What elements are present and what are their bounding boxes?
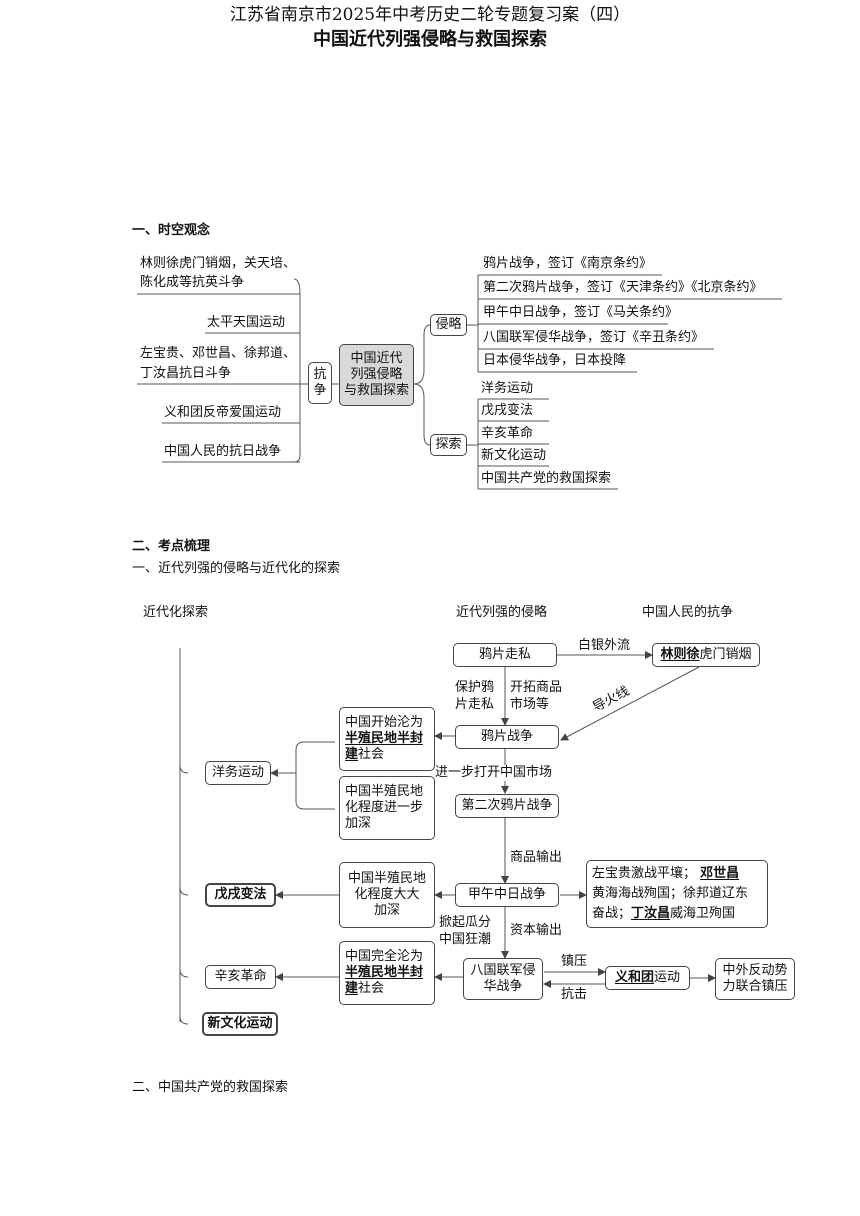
result-1-line-3a: 建: [345, 747, 359, 762]
result-2-line-3: 加深: [345, 816, 372, 831]
resist-label: 抗 争: [308, 362, 332, 404]
explore-xinwenhua: 新文化运动: [202, 1012, 278, 1036]
section2-sub2: 二、中国共产党的救国探索: [132, 1080, 289, 1095]
section1-heading: 一、时空观念: [132, 223, 211, 238]
label-capital: 资本输出: [510, 923, 563, 938]
center-line-1: 中国近代: [350, 351, 403, 366]
explore-yangwu: 洋务运动: [205, 761, 271, 785]
explore-label: 探索: [430, 434, 467, 456]
result-4-line-2: 半殖民地半封: [345, 965, 424, 980]
invade-item-4: 八国联军侵华战争，签订《辛丑条约》: [483, 330, 705, 345]
suppress-box: 中外反动势力联合镇压: [715, 958, 795, 1000]
invasion-second-opium-war: 第二次鸦片战争: [455, 794, 559, 818]
label-further: 进一步打开中国市场: [435, 765, 553, 781]
label-expand: 开拓商品 市场等: [510, 679, 562, 713]
explore-item-5: 中国共产党的救国探索: [481, 471, 612, 486]
heroes-deng: 邓世昌: [700, 866, 740, 881]
doc-subtitle: 中国近代列强侵略与救国探索: [313, 29, 547, 50]
doc-title: 江苏省南京市2025年中考历史二轮专题复习案（四）: [229, 5, 631, 25]
result-3-line-2: 化程度大大: [354, 887, 420, 902]
lin-zexu-action: 虎门销烟: [699, 647, 752, 662]
invade-label: 侵略: [430, 314, 467, 336]
yihetuan-name: 义和团: [614, 970, 654, 985]
yihetuan-rest: 运动: [654, 970, 681, 985]
col-header-invasion: 近代列强的侵略: [456, 605, 548, 620]
label-carve-1: 掀起瓜分: [439, 915, 492, 930]
result-3: 中国半殖民地 化程度大大 加深: [339, 862, 435, 928]
label-resist: 抗击: [561, 987, 588, 1002]
invade-item-3: 甲午中日战争，签订《马关条约》: [483, 305, 679, 320]
section2-heading: 二、考点梳理: [132, 539, 211, 554]
explore-wuxu: 戊戌变法: [205, 883, 276, 907]
invasion-jiawu-war: 甲午中日战争: [455, 883, 559, 907]
explore-item-2: 戊戌变法: [481, 403, 534, 418]
lin-zexu-name: 林则徐: [660, 647, 700, 662]
resist-item-5: 中国人民的抗日战争: [164, 444, 282, 459]
label-expand-1: 开拓商品: [510, 680, 563, 695]
invade-item-5: 日本侵华战争，日本投降: [483, 353, 627, 368]
resist-item-2: 太平天国运动: [207, 315, 286, 330]
invade-item-2: 第二次鸦片战争，签订《天津条约》《北京条约》: [483, 280, 763, 295]
result-1-line-2: 半殖民地半封: [345, 731, 424, 746]
resist-item-1b: 陈化成等抗英斗争: [140, 275, 245, 290]
result-4-line-1: 中国完全沦为: [345, 949, 424, 964]
label-silver: 白银外流: [578, 638, 631, 653]
label-carve-2: 中国狂潮: [439, 932, 492, 947]
result-3-line-3: 加深: [373, 903, 400, 918]
explore-item-3: 辛亥革命: [481, 426, 534, 441]
col-header-explore: 近代化探索: [143, 605, 209, 620]
resist-lin-zexu: 林则徐虎门销烟: [652, 643, 760, 667]
heroes-l3c: 威海卫殉国: [670, 906, 736, 921]
result-1: 中国开始沦为 半殖民地半封 建社会: [339, 707, 435, 771]
result-4: 中国完全沦为 半殖民地半封 建社会: [339, 941, 435, 1005]
invasion-eight-nation: 八国联军侵华战争: [463, 958, 543, 1000]
section2-sub1: 一、近代列强的侵略与近代化的探索: [132, 561, 341, 576]
label-protect-1: 保护鸦: [455, 680, 495, 695]
result-3-line-1: 中国半殖民地: [347, 871, 426, 886]
explore-item-1: 洋务运动: [481, 381, 534, 396]
resist-yihetuan: 义和团运动: [605, 966, 690, 990]
invasion-opium-war: 鸦片战争: [455, 725, 559, 749]
explore-xinhai: 辛亥革命: [205, 965, 276, 989]
center-node: 中国近代 列强侵略 与救国探索: [339, 344, 414, 406]
explore-item-4: 新文化运动: [481, 448, 547, 463]
heroes-l1a: 左宝贵激战平壤；: [592, 866, 697, 881]
invade-item-1: 鸦片战争，签订《南京条约》: [483, 256, 653, 271]
resist-item-3a: 左宝贵、邓世昌、徐邦道、: [140, 346, 297, 361]
result-2-line-1: 中国半殖民地: [345, 784, 424, 799]
label-goods: 商品输出: [510, 850, 563, 865]
heroes-l2: 黄海海战殉国；徐邦道辽东: [592, 886, 749, 901]
label-protect: 保护鸦 片走私: [455, 679, 494, 713]
result-4-line-3a: 建: [345, 981, 359, 996]
label-expand-2: 市场等: [510, 697, 550, 712]
invasion-opium-smuggling: 鸦片走私: [453, 643, 557, 667]
heroes-ding: 丁汝昌: [631, 906, 671, 921]
resist-item-1a: 林则徐虎门销烟，关天培、: [140, 256, 297, 271]
label-protect-2: 片走私: [455, 697, 495, 712]
result-4-line-3b: 社会: [358, 981, 385, 996]
result-2: 中国半殖民地 化程度进一步 加深: [339, 776, 435, 840]
center-line-2: 列强侵略: [350, 367, 403, 382]
resist-item-3b: 丁汝昌抗日斗争: [140, 366, 232, 381]
result-2-line-2: 化程度进一步: [345, 800, 424, 815]
heroes-l3a: 奋战；: [592, 906, 632, 921]
jiawu-heroes: 左宝贵激战平壤； 邓世昌 黄海海战殉国；徐邦道辽东 奋战；丁汝昌威海卫殉国: [586, 860, 768, 928]
center-line-3: 与救国探索: [343, 383, 409, 398]
result-1-line-1: 中国开始沦为: [345, 715, 424, 730]
resist-item-4: 义和团反帝爱国运动: [164, 405, 282, 420]
label-carve: 掀起瓜分 中国狂潮: [439, 914, 491, 948]
result-1-line-3b: 社会: [358, 747, 385, 762]
col-header-resist: 中国人民的抗争: [642, 605, 734, 620]
label-suppress: 镇压: [561, 954, 588, 969]
